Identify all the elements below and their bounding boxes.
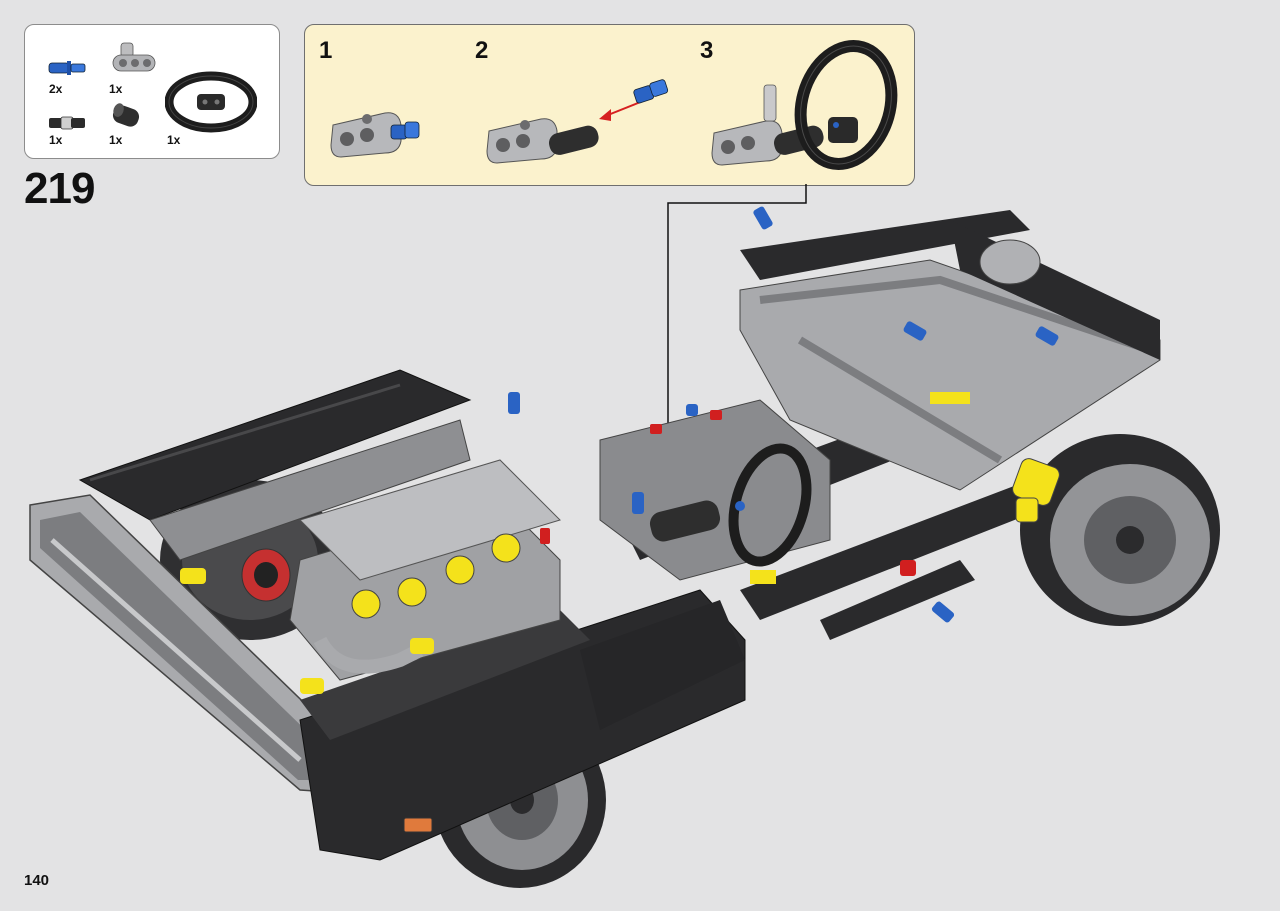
front-lower-arm: [820, 560, 975, 640]
front-right-wheel-icon: [1020, 434, 1220, 626]
red-pins: [540, 410, 916, 576]
gray-liftarm-connector-icon: [112, 42, 156, 72]
sub-step-callout: 1 2 3: [304, 24, 915, 186]
blue-pins: [508, 206, 1059, 623]
tail-light-icon: [403, 817, 433, 833]
black-axle-connector-icon: [49, 116, 85, 130]
rear-bumper-frame: [29, 494, 331, 793]
sub-step-number-3: 3: [700, 37, 714, 64]
part-qty-black-axle-connector: 1x: [49, 133, 63, 147]
dashboard-steering: [599, 399, 831, 581]
sub-step-number-1: 1: [319, 37, 333, 64]
part-qty-blue-axle-pin: 2x: [49, 82, 63, 96]
sub-step-3-illustration: [711, 40, 898, 170]
sub-step-1-illustration: [330, 112, 420, 158]
yellow-details: [750, 458, 1060, 584]
black-bush-icon: [112, 103, 140, 127]
step-number: 219: [24, 164, 95, 213]
part-qty-gray-connector: 1x: [109, 82, 123, 96]
roll-cage-frame: [739, 210, 1161, 491]
page-number: 140: [24, 872, 50, 889]
blue-axle-pin-icon: [48, 61, 86, 75]
v8-engine: [180, 459, 561, 694]
sub-step-2-illustration: [486, 79, 669, 164]
part-qty-black-bush: 1x: [109, 133, 123, 147]
part-qty-steering-wheel: 1x: [167, 133, 181, 147]
sub-step-number-2: 2: [475, 37, 489, 64]
steering-wheel-icon: [165, 71, 257, 133]
parts-list-box: 2x 1x 1x 1x 1x: [24, 24, 280, 159]
